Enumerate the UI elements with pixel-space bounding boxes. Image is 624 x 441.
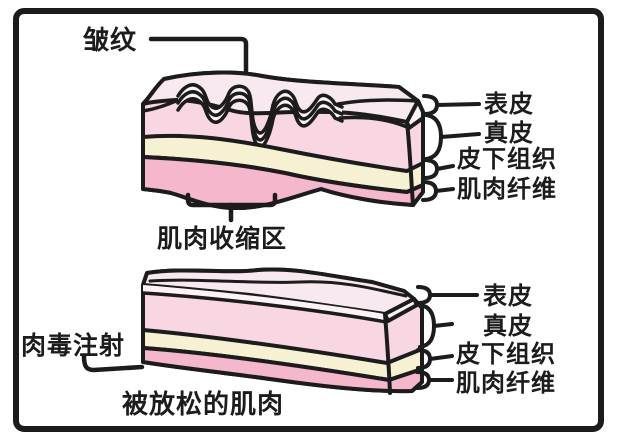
top-layer-callouts: 表皮 真皮 皮下组织 肌肉纤维 [421, 91, 557, 203]
top-block-contracted-muscle-layer [141, 155, 425, 211]
top-diagram-wrinkled-skin: 皱纹 肌肉收缩区 表皮 真皮 皮下组织 肌肉纤维 [82, 25, 557, 253]
subcutaneous-leader-line [428, 354, 454, 361]
top-block-end-edge [405, 120, 415, 207]
bottom-diagram-relaxed-skin: 肉毒注射 被放松的肌肉 表皮 真皮 皮下组织 肌肉纤维 [21, 267, 556, 419]
subcutaneous-label: 皮下组织 [456, 340, 556, 368]
bottom-block-end-edge [383, 312, 392, 395]
top-block-epidermis-line-right [338, 115, 411, 130]
top-block-epidermis-line-top [336, 98, 419, 106]
dermis-leader-line [439, 132, 481, 139]
wrinkle-pointer-line [148, 36, 249, 74]
relaxed-muscle-caption: 被放松的肌肉 [122, 389, 284, 419]
top-block-epidermis-line-left [141, 99, 178, 113]
subcutaneous-label: 皮下组织 [457, 145, 557, 173]
epidermis-label: 表皮 [484, 91, 534, 118]
bottom-layer-callouts: 表皮 真皮 皮下组织 肌肉纤维 [415, 283, 556, 397]
injection-pointer-line [81, 353, 145, 373]
dermis-leader-line [432, 322, 454, 328]
subcutaneous-leader-line [435, 164, 455, 171]
dermis-label: 真皮 [484, 119, 534, 147]
injection-label: 肉毒注射 [21, 331, 125, 360]
bottom-block-relaxed-muscle-layer [141, 346, 424, 394]
bottom-block-surface-wave-line [148, 278, 408, 298]
muscle-fiber-label: 肌肉纤维 [456, 369, 556, 397]
bottom-block-epidermis-line [141, 291, 388, 324]
epidermis-label: 表皮 [483, 283, 533, 310]
dermis-bracket [424, 113, 443, 161]
muscle-fiber-leader-line [434, 187, 455, 193]
muscle-fiber-label: 肌肉纤维 [457, 175, 557, 203]
dermis-label: 真皮 [483, 312, 533, 340]
wrinkle-label: 皱纹 [82, 25, 137, 55]
contraction-zone-label: 肌肉收缩区 [157, 224, 287, 253]
frame-border [13, 8, 604, 432]
epidermis-leader-line [435, 102, 481, 107]
